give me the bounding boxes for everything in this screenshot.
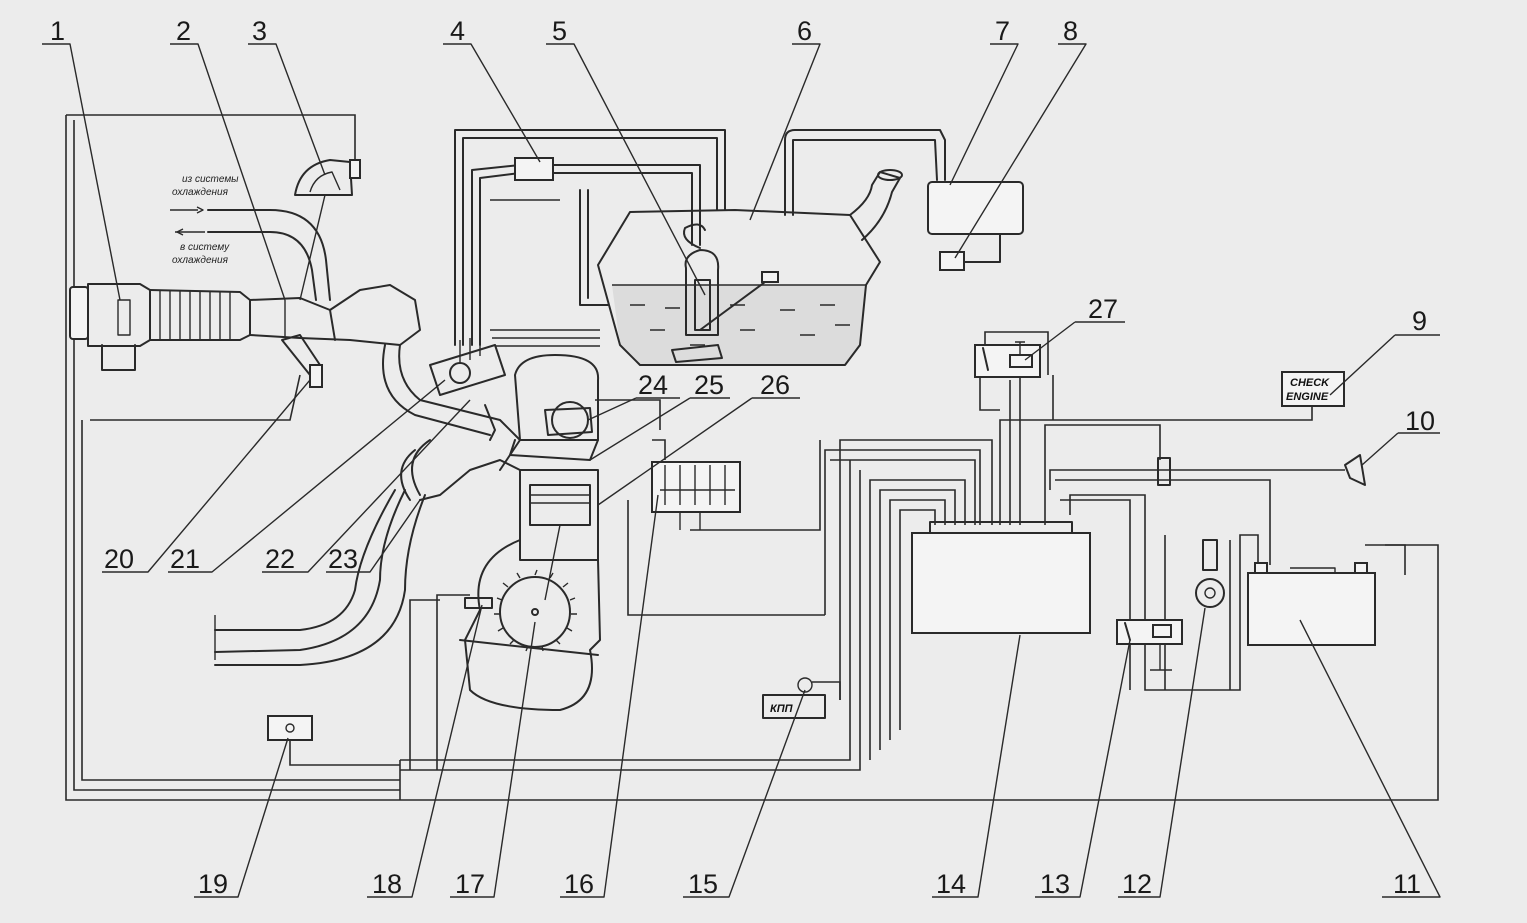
callout-16: 16: [564, 869, 594, 899]
callout-22: 22: [265, 544, 295, 574]
main-harness: [65, 114, 1439, 801]
to-cooling-label-1: в систему: [180, 242, 230, 253]
callout-12: 12: [1122, 869, 1152, 899]
to-cooling-label-2: охлаждения: [172, 255, 229, 266]
check-engine-text-2: ENGINE: [1286, 391, 1329, 403]
ignition-switch: [1195, 539, 1225, 608]
callout-5: 5: [552, 16, 567, 46]
callout-4: 4: [450, 16, 465, 46]
canister: [784, 129, 1024, 271]
callout-13: 13: [1040, 869, 1070, 899]
callout-6: 6: [797, 16, 812, 46]
relay-27: [974, 331, 1049, 411]
callout-14: 14: [936, 869, 966, 899]
callout-23: 23: [328, 544, 358, 574]
callout-17: 17: [455, 869, 485, 899]
coolant-pipes: [170, 159, 361, 301]
fuel-pump-relay: [1116, 619, 1183, 671]
from-cooling-label-1: из системы: [182, 174, 239, 185]
intake-and-exhaust: [214, 344, 521, 666]
from-cooling-label-2: охлаждения: [172, 187, 229, 198]
check-engine-lamp: [1281, 371, 1345, 407]
check-engine-text-1: CHECK: [1290, 377, 1330, 389]
callout-10: 10: [1405, 406, 1435, 436]
callout-25: 25: [694, 370, 724, 400]
callout-26: 26: [760, 370, 790, 400]
battery: [1247, 562, 1376, 646]
callout-24: 24: [638, 370, 668, 400]
gearbox-sensor: [762, 677, 841, 719]
callout-19: 19: [198, 869, 228, 899]
ecu-box: [911, 532, 1091, 634]
callout-2: 2: [176, 16, 191, 46]
component-19: [267, 715, 313, 741]
callout-3: 3: [252, 16, 267, 46]
callout-1: 1: [50, 16, 65, 46]
fuel-rail: [429, 336, 506, 441]
engine-block: [459, 329, 601, 711]
ignition-coil-block: [651, 461, 741, 530]
callout-21: 21: [170, 544, 200, 574]
callout-7: 7: [995, 16, 1010, 46]
leader-lines: [42, 43, 1441, 898]
gearbox-label: КПП: [770, 703, 794, 715]
callout-11: 11: [1393, 869, 1421, 899]
callout-27: 27: [1088, 294, 1118, 324]
callout-9: 9: [1412, 306, 1427, 336]
fuel-tank: [597, 169, 903, 366]
callout-15: 15: [688, 869, 718, 899]
callout-20: 20: [104, 544, 134, 574]
callout-8: 8: [1063, 16, 1078, 46]
diagnostic-connector: [1157, 454, 1366, 486]
air-intake-assembly: [69, 283, 421, 388]
fuel-lines: [454, 129, 726, 346]
callout-18: 18: [372, 869, 402, 899]
